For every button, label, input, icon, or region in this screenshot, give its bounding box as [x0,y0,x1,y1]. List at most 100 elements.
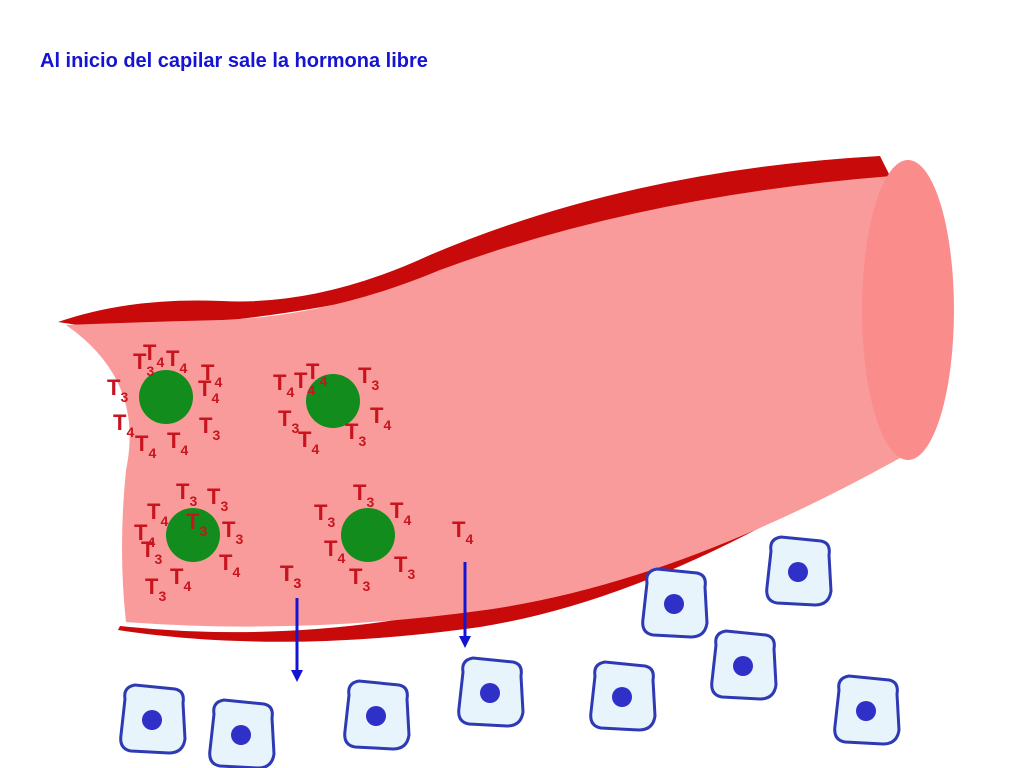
hormone-symbol: T [170,564,184,589]
hormone-symbol: T [390,498,404,523]
hormone-label: T3 [280,561,301,591]
hormone-subscript: 4 [307,382,315,398]
hormone-label: T3 [145,574,166,604]
hormone-label: T3 [199,413,220,443]
hormone-subscript: 3 [120,389,128,405]
hormone-label: T4 [294,368,315,398]
hormone-symbol: T [294,368,308,393]
vessel-lumen [66,176,900,627]
vessel-opening [862,160,954,460]
hormone-symbol: T [306,359,320,384]
free-hormone-label: T3 [280,561,301,591]
hormone-label: T3 [349,564,370,594]
hormone-symbol: T [167,428,181,453]
hormone-label: T4 [135,431,156,461]
hormone-label: T4 [113,410,134,440]
hormone-subscript: 4 [286,384,294,400]
hormone-subscript: 4 [148,445,156,461]
hormone-subscript: 4 [383,417,391,433]
hormone-symbol: T [280,561,294,586]
hormone-subscript: 4 [156,354,164,370]
hormone-symbol: T [349,564,363,589]
hormone-label: T4 [167,428,188,458]
cell-nucleus [480,683,500,703]
hormone-subscript: 4 [183,578,191,594]
hormone-symbol: T [113,410,127,435]
hormone-subscript: 4 [337,550,345,566]
vessel-wall [58,156,897,642]
hormone-label: T3 [222,517,243,547]
hormone-symbol: T [135,431,149,456]
binding-protein-icon [341,508,395,562]
hormone-subscript: 4 [214,374,222,390]
hormone-symbol: T [298,427,312,452]
hormone-label: T3 [314,500,335,530]
hormone-subscript: 4 [403,512,411,528]
hormone-label: T3 [141,537,162,567]
cell-nucleus [142,710,162,730]
hormone-label: T3 [353,480,374,510]
hormone-symbol: T [133,349,147,374]
down-arrow-icon [291,598,303,682]
hormone-symbol: T [452,517,466,542]
hormone-subscript: 3 [407,566,415,582]
hormone-label: T4 [170,564,191,594]
binding-protein-icon [166,508,220,562]
hormone-subscript: 3 [212,427,220,443]
hormone-label: T4 [370,403,391,433]
hormone-label: T3 [207,484,228,514]
hormone-symbol: T [370,403,384,428]
target-cell-icon [589,660,657,732]
hormone-symbol: T [107,375,121,400]
hormone-label: T3 [186,509,207,539]
target-cells [119,535,901,768]
hormone-symbol: T [273,370,287,395]
cell-nucleus [231,725,251,745]
hormone-subscript: 4 [179,360,187,376]
hormone-symbol: T [358,363,372,388]
cell-nucleus [788,562,808,582]
hormone-label: T3 [394,552,415,582]
hormone-label: T4 [166,346,187,376]
hormone-subscript: 3 [235,531,243,547]
target-cell-icon [343,679,411,751]
hormone-label: T4 [143,340,164,370]
hormone-label: T3 [278,406,299,436]
hormone-label: T3 [345,419,366,449]
hormone-label: T4 [198,376,219,406]
hormone-symbol: T [324,536,338,561]
hormone-label: T4 [390,498,411,528]
hormone-subscript: 3 [293,575,301,591]
target-cell-icon [208,698,276,768]
target-cell-icon [641,567,709,639]
target-cell-icon [119,683,187,755]
cell-nucleus [664,594,684,614]
cell-nucleus [856,701,876,721]
hormone-symbol: T [345,419,359,444]
hormone-symbol: T [143,340,157,365]
cell-nucleus [366,706,386,726]
binding-protein-icon [306,374,360,428]
hormone-symbol: T [314,500,328,525]
hormone-label: T3 [133,349,154,379]
hormone-subscript: 4 [126,424,134,440]
hormone-subscript: 3 [146,363,154,379]
hormone-symbol: T [134,520,148,545]
down-arrow-icon [459,562,471,648]
hormone-symbol: T [280,561,294,586]
hormone-label: T4 [306,359,327,389]
binding-protein-icon [139,370,193,424]
target-cell-icon [833,674,901,746]
target-cell-icon [765,535,833,607]
cell-nucleus [612,687,632,707]
hormone-subscript: 3 [291,420,299,436]
free-hormone-label: T4 [452,517,473,547]
hormone-symbol: T [222,517,236,542]
hormone-label: T4 [201,360,222,390]
hormone-symbol: T [278,406,292,431]
hormone-subscript: 3 [358,433,366,449]
hormone-subscript: 3 [371,377,379,393]
target-cell-icon [710,629,778,701]
hormone-label: T4 [134,520,155,550]
